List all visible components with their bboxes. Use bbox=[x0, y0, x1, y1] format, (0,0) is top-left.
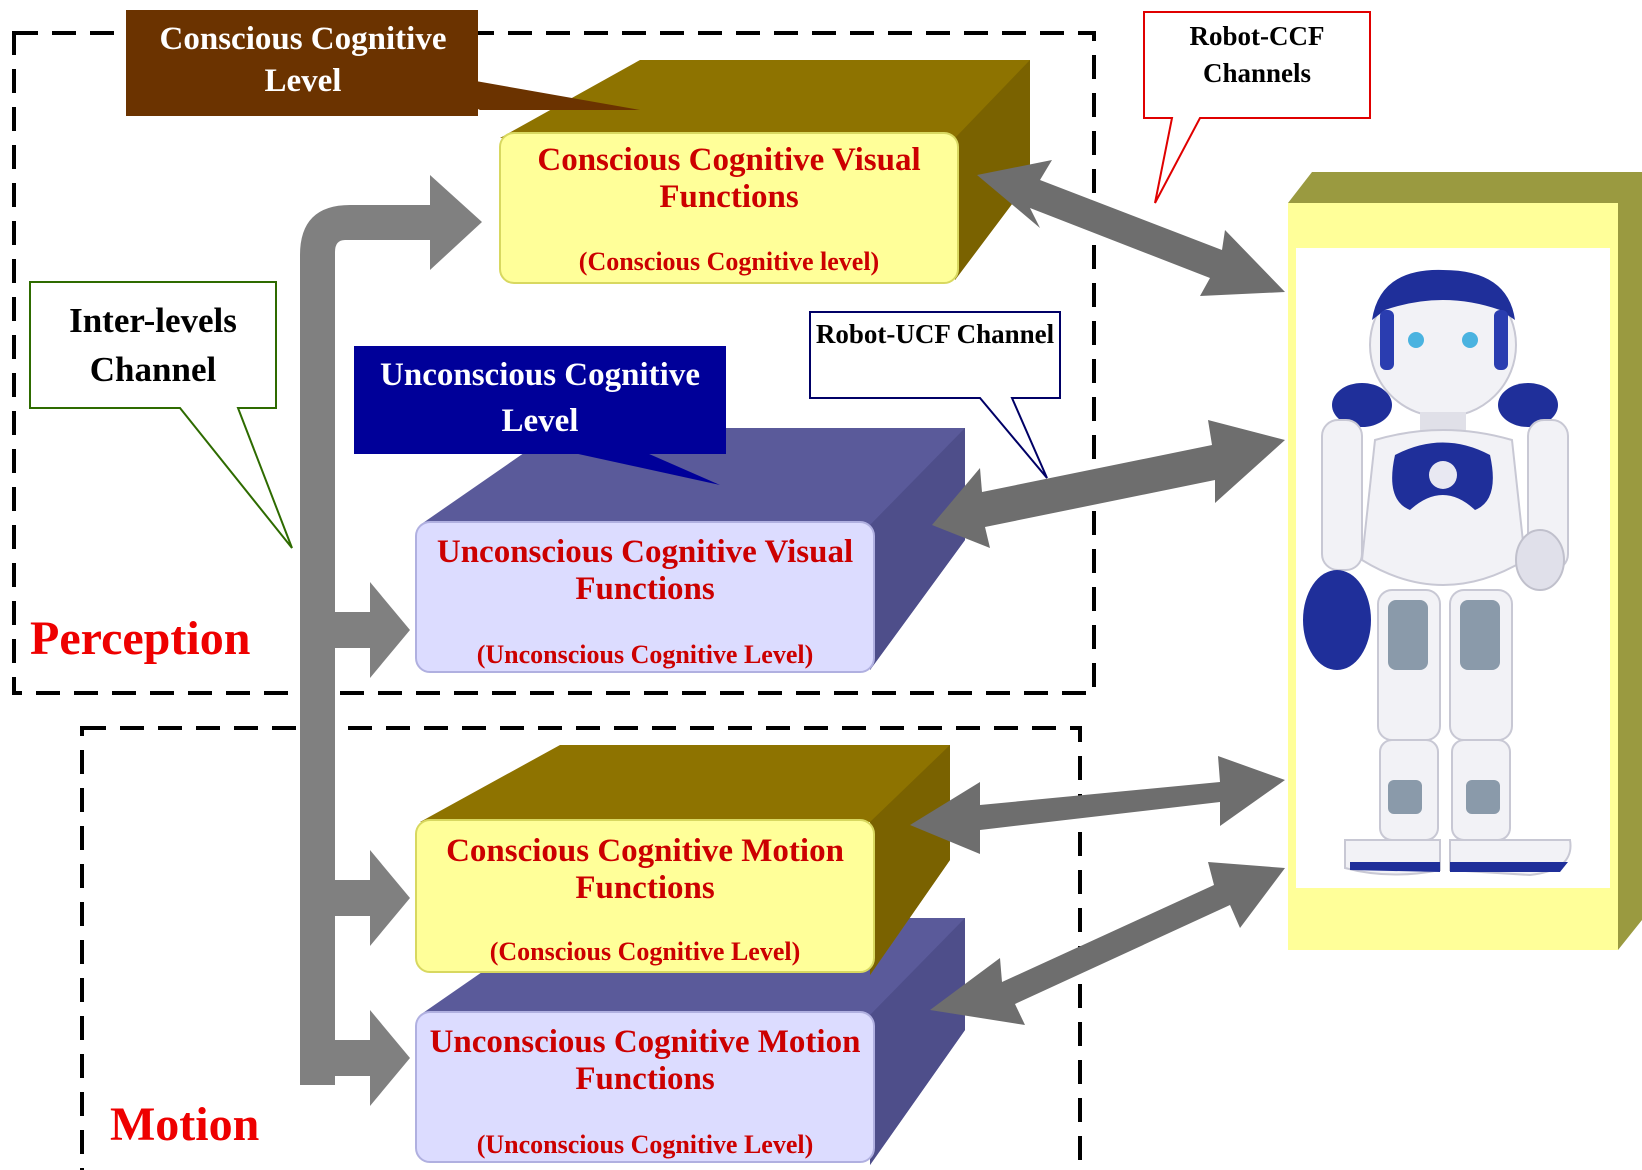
robot-ccf-callout-text: Robot-CCF Channels bbox=[1189, 21, 1325, 89]
uc-motion-title: Unconscious Cognitive Motion Functions bbox=[429, 1024, 861, 1097]
conscious-level-callout-text: Conscious Cognitive Level bbox=[159, 21, 447, 100]
robot-ucf-arrow-motion bbox=[930, 862, 1285, 1025]
unconscious-level-callout-text: Unconscious Cognitive Level bbox=[380, 357, 700, 440]
robot-ccf-arrow-visual bbox=[977, 160, 1285, 296]
robot-ucf-callout-text: Robot-UCF Channel bbox=[815, 319, 1055, 349]
cc-motion-subtitle: (Conscious Cognitive Level) bbox=[489, 937, 801, 966]
callout-inter-levels bbox=[29, 281, 293, 549]
inter-levels-callout-text: Inter-levels Channel bbox=[69, 301, 237, 389]
inter-levels-channel bbox=[300, 175, 482, 1106]
callout-unconscious-level bbox=[354, 346, 726, 485]
robot-image bbox=[1303, 269, 1572, 877]
channel-arrows bbox=[910, 160, 1285, 1025]
cc-visual-title: Conscious Cognitive Visual Functions bbox=[537, 142, 921, 215]
callout-robot-ccf bbox=[1143, 11, 1371, 204]
box-uc-motion-3d bbox=[415, 918, 965, 1165]
cc-motion-title: Conscious Cognitive Motion Functions bbox=[446, 833, 844, 906]
robot-ucf-arrow bbox=[932, 420, 1285, 548]
uc-motion-subtitle: (Unconscious Cognitive Level) bbox=[476, 1130, 814, 1159]
box-cc-visual-3d bbox=[499, 60, 1030, 284]
motion-label: Motion bbox=[110, 1098, 260, 1151]
callout-conscious-level bbox=[126, 10, 640, 116]
uc-visual-subtitle: (Unconscious Cognitive Level) bbox=[476, 640, 814, 669]
box-uc-visual-3d bbox=[415, 428, 965, 673]
cc-visual-subtitle: (Conscious Cognitive level) bbox=[578, 247, 880, 276]
callout-robot-ucf bbox=[809, 311, 1061, 479]
perception-frame bbox=[12, 31, 1096, 695]
box-cc-motion-3d bbox=[415, 745, 950, 975]
perception-label: Perception bbox=[30, 612, 251, 665]
robot-ccf-arrow-motion bbox=[910, 756, 1285, 854]
uc-visual-title: Unconscious Cognitive Visual Functions bbox=[436, 534, 854, 607]
